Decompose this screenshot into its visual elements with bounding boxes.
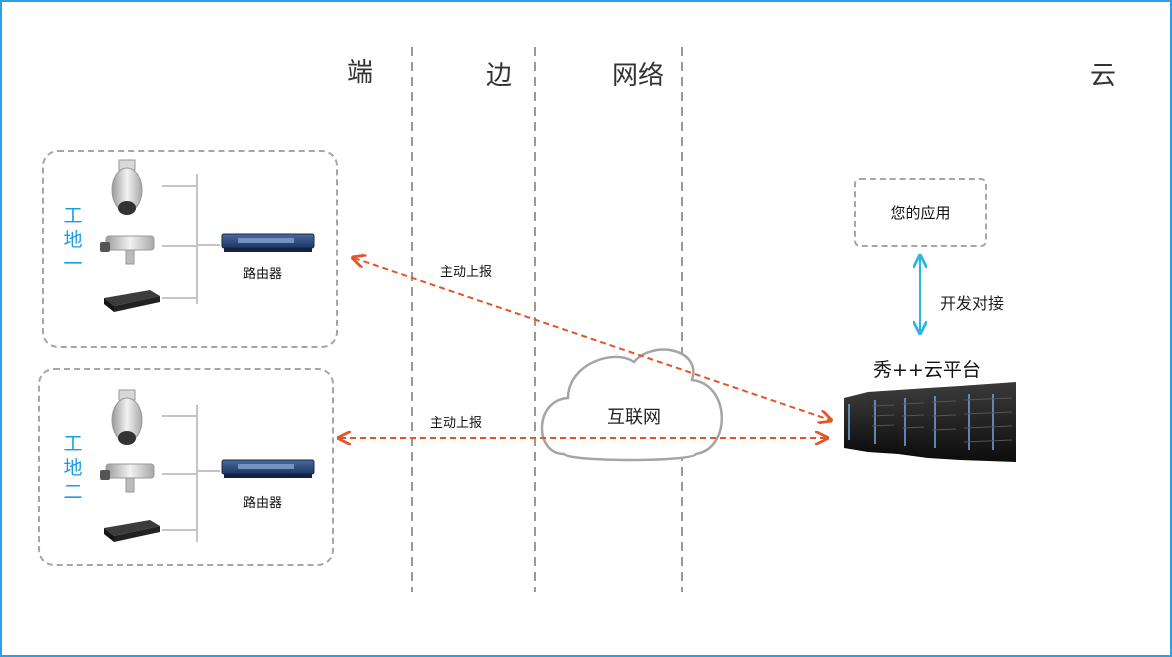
platform-label: 秀++云平台: [873, 359, 981, 381]
dome-camera-icon: [111, 159, 143, 215]
router-label-2: 路由器: [243, 496, 283, 511]
bullet-camera-icon: [100, 463, 155, 493]
site2-connectors: [162, 405, 220, 542]
zone-label-cloud: 云: [1090, 61, 1117, 91]
report-label-2: 主动上报: [430, 416, 483, 431]
your-app-box: 您的应用: [854, 178, 987, 247]
dome-camera-icon: [111, 389, 143, 445]
router-icon: [221, 233, 315, 252]
site-label-2: 工地二: [63, 433, 83, 503]
site1-connectors: [162, 174, 220, 304]
bullet-camera-icon: [100, 235, 155, 265]
zone-label-edge: 边: [486, 61, 513, 91]
report-arrow-site1: [354, 258, 830, 420]
video-recorder-icon: [104, 520, 160, 542]
site-label-1: 工地一: [63, 205, 83, 275]
video-recorder-icon: [104, 290, 160, 312]
site-box-1: [42, 150, 338, 348]
zone-label-network: 网络: [612, 61, 665, 91]
zone-label-device: 端: [347, 58, 374, 88]
site-box-2: [38, 368, 334, 566]
internet-label: 互联网: [607, 407, 661, 428]
server-racks-icon: [844, 382, 1016, 462]
router-label-1: 路由器: [243, 267, 283, 282]
report-label-1: 主动上报: [440, 265, 493, 280]
dock-label: 开发对接: [940, 294, 1005, 313]
router-icon: [221, 459, 315, 478]
